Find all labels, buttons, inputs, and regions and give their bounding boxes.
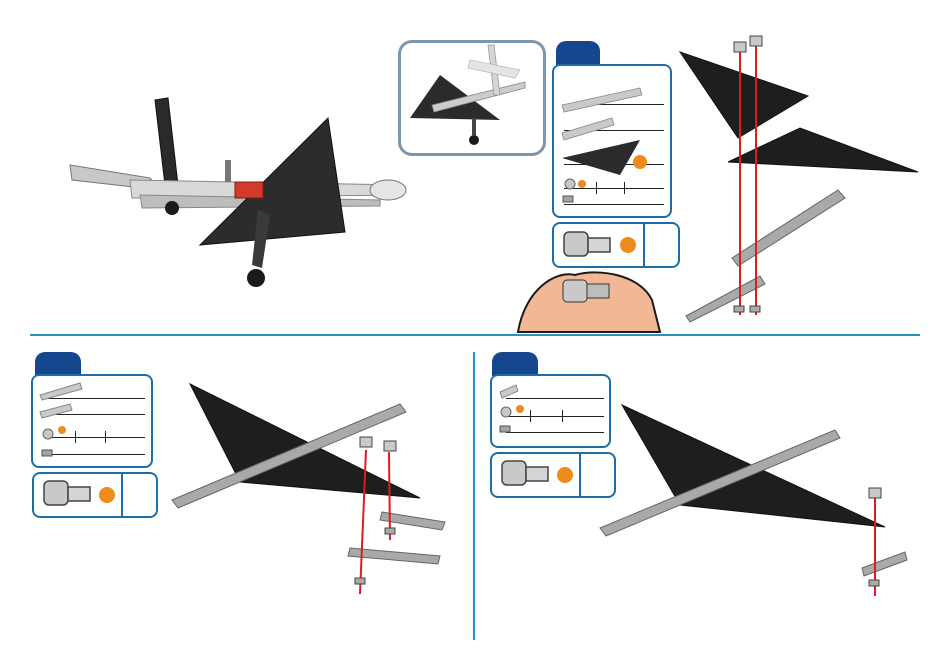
assembly-diagram-step3 — [0, 0, 950, 672]
